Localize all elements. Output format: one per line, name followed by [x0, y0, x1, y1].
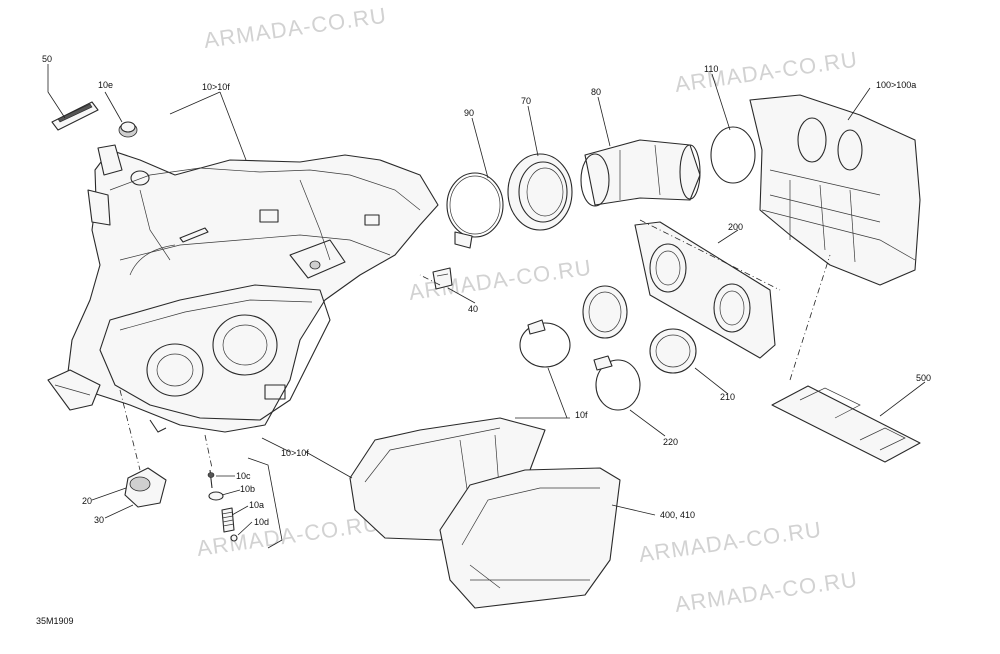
grommet-part-10e	[118, 121, 138, 138]
diagram-code: 35M1909	[36, 616, 74, 626]
callout-10a: 10a	[249, 500, 264, 510]
callout-20: 20	[82, 496, 92, 506]
callout-10f: 10f	[575, 410, 588, 420]
callout-200: 200	[728, 222, 743, 232]
clip-part-40	[432, 267, 453, 290]
callout-400-410: 400, 410	[660, 510, 695, 520]
callout-40: 40	[468, 304, 478, 314]
callout-70: 70	[521, 96, 531, 106]
callout-10e: 10e	[98, 80, 113, 90]
clamp-part-220	[593, 355, 641, 411]
callout-110: 110	[704, 64, 718, 74]
callout-80: 80	[591, 87, 601, 97]
callout-10-10f-top: 10>10f	[202, 82, 230, 92]
duct-part-80	[580, 139, 701, 207]
leader-lines	[47, 64, 926, 536]
bracket-part-100	[749, 94, 921, 286]
callout-10d: 10d	[254, 517, 269, 527]
callout-10b: 10b	[240, 484, 255, 494]
callout-50: 50	[42, 54, 52, 64]
decal-part-50	[51, 101, 99, 131]
watermark-bottom-right: ARMADA-CO.RU	[673, 567, 859, 617]
callout-220: 220	[663, 437, 678, 447]
callout-30: 30	[94, 515, 104, 525]
watermark-top-left: ARMADA-CO.RU	[202, 3, 388, 53]
fastener-stack	[207, 469, 238, 542]
callout-10-10f-bottom: 10>10f	[281, 448, 309, 458]
o-ring-part-110	[710, 126, 756, 184]
bracket-marks	[247, 457, 283, 549]
clamp-part-90	[446, 172, 504, 249]
bushing-part-20	[124, 467, 167, 508]
air-filter-part-400	[349, 417, 621, 609]
airbox-housing	[47, 144, 439, 433]
watermark-bottom-center: ARMADA-CO.RU	[637, 517, 823, 567]
filter-frame-part-200	[634, 221, 776, 359]
callout-100-100a: 100>100a	[876, 80, 916, 90]
callout-10c: 10c	[236, 471, 251, 481]
callout-500: 500	[916, 373, 931, 383]
callout-90: 90	[464, 108, 474, 118]
clamp-part-10f-middle	[519, 319, 571, 368]
callout-210: 210	[720, 392, 735, 402]
gasket-part-500	[771, 385, 921, 463]
ring-part-70	[507, 153, 573, 231]
ring-part-210	[649, 328, 697, 374]
ring-part-upper	[582, 285, 628, 339]
callout-labels: 50 10e 10>10f 90 70 80 110 100>100a 200 …	[36, 54, 931, 626]
watermark-top-right: ARMADA-CO.RU	[673, 47, 859, 97]
